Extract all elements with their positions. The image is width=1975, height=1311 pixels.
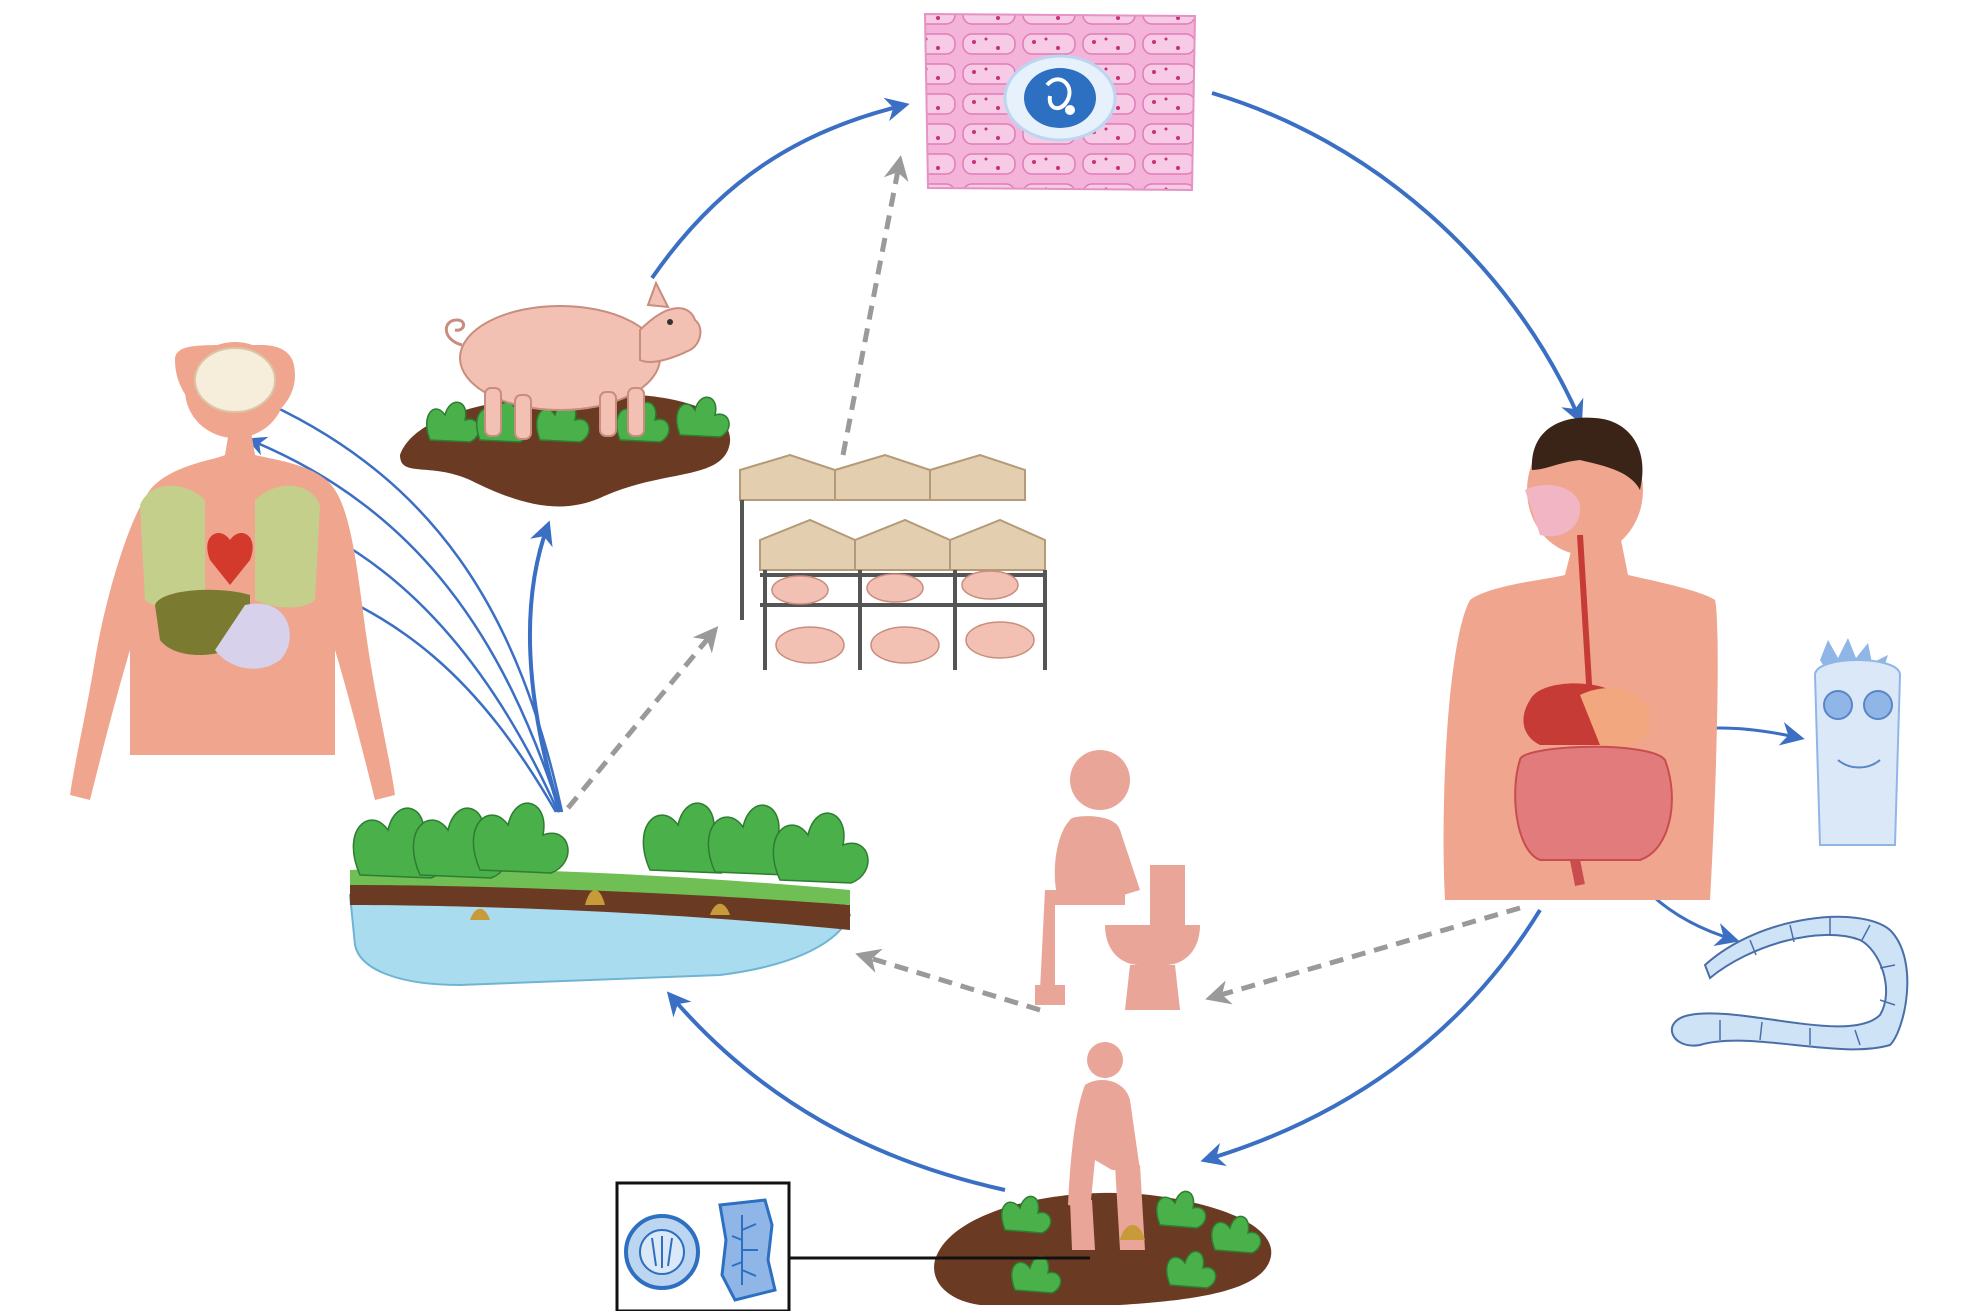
arrow-field-to-brain bbox=[228, 384, 564, 813]
arrow-human-to-latrine bbox=[1205, 905, 1521, 1005]
arrow-field-to-brain-2 bbox=[246, 436, 562, 813]
pig-icon bbox=[400, 280, 731, 507]
human-digestive-system-icon bbox=[1443, 417, 1718, 900]
arrow-field-to-confined-pigs bbox=[566, 626, 719, 810]
human-cysticercosis-icon bbox=[70, 342, 395, 800]
arrow-muscle-to-human bbox=[1211, 91, 1584, 425]
arrow-confined-pigs-to-muscle bbox=[840, 155, 909, 456]
dashed-arrows bbox=[566, 155, 1521, 1013]
arrow-field-to-pig bbox=[527, 520, 562, 813]
arrow-pig-to-muscle bbox=[650, 97, 910, 280]
scolex-icon bbox=[1813, 638, 1902, 846]
adult-tapeworm-icon bbox=[1670, 915, 1909, 1051]
toilet-icon bbox=[1035, 750, 1200, 1010]
arrow-open-defecation-to-field bbox=[666, 991, 1006, 1192]
cysticercus-muscle-tissue-icon bbox=[923, 12, 1197, 192]
pig-pens-icon bbox=[739, 453, 1047, 670]
egg-proglottid-inset-icon bbox=[615, 1181, 1090, 1311]
arrow-human-to-open-defecation bbox=[1200, 908, 1542, 1167]
arrow-latrine-to-field bbox=[855, 948, 1041, 1013]
contaminated-field-water-icon bbox=[348, 802, 869, 987]
open-defecation-icon bbox=[934, 1042, 1272, 1305]
solid-arrows bbox=[527, 91, 1584, 1192]
